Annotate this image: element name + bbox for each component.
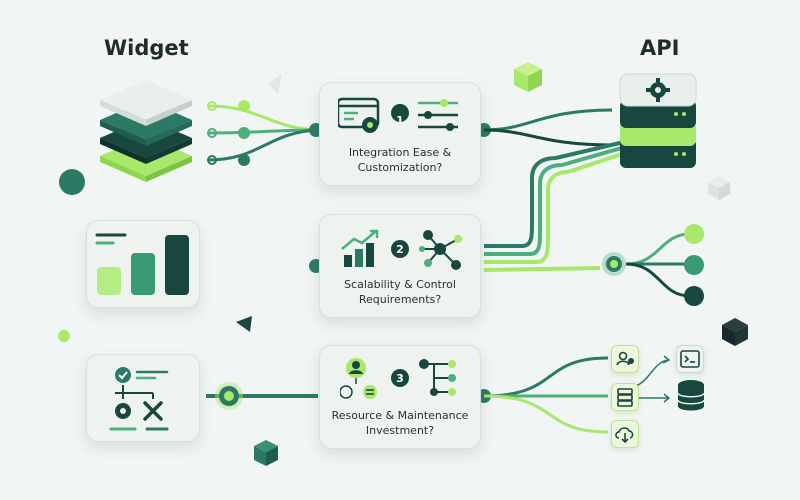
api-connectors-top xyxy=(477,108,613,147)
growth-chart-icon xyxy=(341,229,379,267)
api-connectors-long xyxy=(483,140,704,306)
step-1-title: Integration Ease & Customization? xyxy=(320,145,480,175)
user-settings-chip xyxy=(611,345,639,373)
step-card-integration: 1 Integration Ease & Customization? xyxy=(319,82,481,186)
user-settings-icon xyxy=(616,351,634,366)
step-2-title: Scalability & Control Requirements? xyxy=(320,277,480,307)
server-icon xyxy=(617,388,633,407)
step-1-title-line-1: Integration Ease & xyxy=(348,146,452,159)
widget-connectors xyxy=(207,100,323,166)
decorative-shapes xyxy=(58,62,748,466)
bar-chart-panel xyxy=(86,220,200,308)
network-nodes-icon xyxy=(419,230,462,270)
database-icon xyxy=(677,380,705,411)
server-chip xyxy=(611,383,639,411)
sliders-icon xyxy=(418,99,458,131)
stacked-layers-icon xyxy=(100,80,192,182)
step-3-number: 3 xyxy=(396,372,404,385)
step-2-title-line-2: Requirements? xyxy=(358,293,442,306)
checklist-tools-icon xyxy=(109,367,169,431)
step-2-title-line-1: Scalability & Control xyxy=(344,278,456,291)
step-2-number: 2 xyxy=(396,243,404,256)
step-1-title-line-2: Customization? xyxy=(357,161,443,174)
api-title: API xyxy=(640,36,680,60)
resource-connectors xyxy=(477,355,671,434)
chart-connector xyxy=(200,259,323,273)
step-3-title-line-2: Investment? xyxy=(365,424,435,437)
step-1-number: 1 xyxy=(396,114,404,127)
cloud-download-chip xyxy=(611,420,639,448)
widget-title: Widget xyxy=(104,36,189,60)
browser-settings-icon xyxy=(338,97,380,133)
hierarchy-nodes-icon xyxy=(419,359,456,396)
step-3-title: Resource & Maintenance Investment? xyxy=(320,408,480,438)
terminal-icon xyxy=(680,350,700,368)
terminal-chip xyxy=(676,345,704,373)
bar-chart-icon xyxy=(95,233,189,295)
step-2-icons xyxy=(341,229,462,270)
cloud-download-icon xyxy=(615,427,634,444)
step-3-icons xyxy=(340,358,456,399)
checklist-tools-panel xyxy=(86,354,200,442)
team-resource-icon xyxy=(340,358,377,399)
server-stack-gear-icon xyxy=(619,73,697,168)
step-3-title-line-1: Resource & Maintenance xyxy=(331,409,469,422)
checklist-connector xyxy=(206,382,318,410)
step-card-scalability: 2 Scalability & Control Requirements? xyxy=(319,214,481,318)
step-card-resource: 3 Resource & Maintenance Investment? xyxy=(319,345,481,449)
step-1-icons xyxy=(338,97,458,133)
